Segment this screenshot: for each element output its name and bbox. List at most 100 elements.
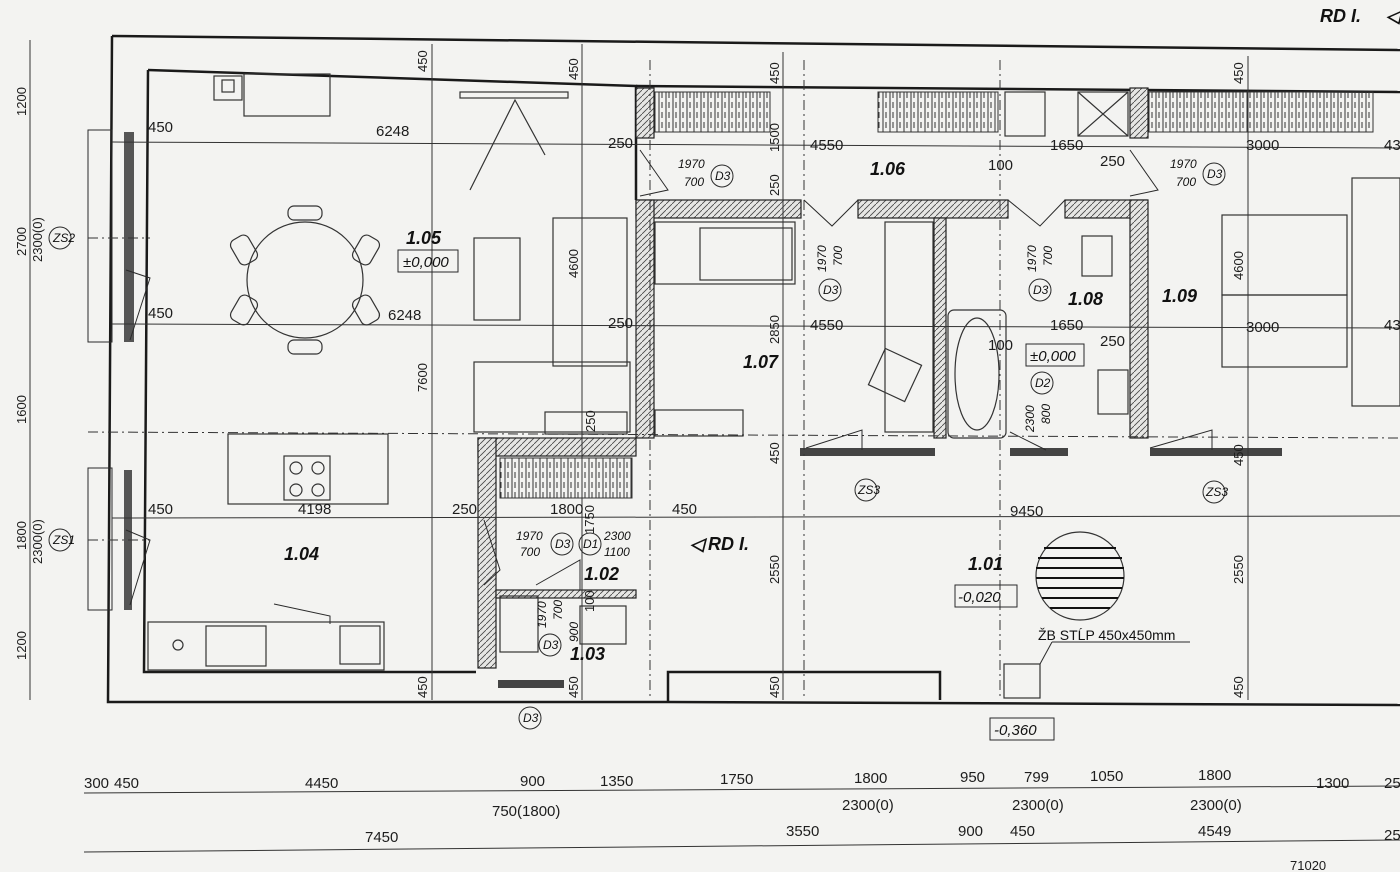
room-1.05-label: 1.05	[406, 228, 442, 248]
bottom-dim-750-1800: 750(1800)	[492, 803, 560, 820]
grid-lines	[87, 44, 1400, 700]
kitchen	[147, 433, 389, 671]
tag-d3-bottom: D3	[523, 711, 539, 725]
bottom-dim-950: 950	[960, 769, 985, 786]
tag-zs3-b: ZS3	[1205, 485, 1228, 499]
door-h-1: 700	[684, 175, 704, 189]
dim-v-1750: 1750	[582, 505, 597, 534]
bathroom-fixtures	[947, 235, 1129, 439]
dim-v-450-c: 450	[767, 62, 782, 84]
door-h-3: 700	[520, 545, 540, 559]
tag-zs3-a: ZS3	[857, 483, 880, 497]
room-1.03-label: 1.03	[570, 644, 605, 664]
bottom-dim-1350: 1350	[600, 773, 633, 790]
dim-v-2550-b: 2550	[1231, 555, 1246, 584]
left-dim-1200-a: 1200	[14, 87, 29, 116]
bottom-dim-1050: 1050	[1090, 768, 1123, 785]
interior-walls	[477, 87, 1149, 669]
tag-zs2: ZS2	[52, 231, 75, 245]
section-mark-mid: RD I.	[708, 534, 749, 554]
dim-top-3000: 3000	[1246, 137, 1279, 154]
room-1.08-label: 1.08	[1068, 289, 1103, 309]
left-dim-1600: 1600	[14, 395, 29, 424]
room-1.04-label: 1.04	[284, 544, 319, 564]
dim-v-450-e: 450	[767, 442, 782, 464]
bottom-dim-2300-b: 2300(0)	[1012, 797, 1064, 814]
bottom-dim-450: 450	[114, 775, 139, 792]
bottom-dim-2300-a: 2300(0)	[842, 797, 894, 814]
column-note: ŽB STĹP 450x450mm	[1038, 627, 1175, 643]
door-h-6: 700	[551, 600, 565, 620]
bottom-dim-1300: 1300	[1316, 775, 1349, 792]
room-1.01-level: -0,020	[958, 589, 1001, 606]
bottom-dim-4450: 4450	[305, 775, 338, 792]
dim-top-4550: 4550	[810, 137, 843, 154]
room-1.09-furniture	[1221, 177, 1400, 407]
dim-mid-4550: 4550	[810, 317, 843, 334]
exterior-level: -0,360	[994, 722, 1037, 739]
door-h-d1: 1100	[604, 545, 630, 559]
left-dim-2300-a: 2300(0)	[30, 217, 45, 262]
dim-mid-1650: 1650	[1050, 317, 1083, 334]
bottom-dim-450-b: 450	[1010, 823, 1035, 840]
room-1.05-level: ±0,000	[403, 254, 449, 271]
dim-v-4600-a: 4600	[566, 249, 581, 278]
bottom-dim-25-b: 25	[1384, 827, 1400, 844]
dim-v-450-f: 450	[1231, 444, 1246, 466]
door-h-5: 700	[1041, 246, 1055, 266]
dim-v-450-a: 450	[415, 50, 430, 72]
dim-450-e: 450	[672, 501, 697, 518]
dim-left-450-a: 450	[148, 119, 173, 136]
dim-v-450-h: 450	[566, 676, 581, 698]
bottom-dim-2300-c: 2300(0)	[1190, 797, 1242, 814]
dim-v-450-b: 450	[566, 58, 581, 80]
door-w-6: 1970	[535, 601, 549, 628]
door-w-3: 1970	[516, 529, 543, 543]
dim-v-1500: 1500	[767, 123, 782, 152]
living-furniture	[213, 73, 631, 435]
dim-250-b: 250	[1100, 153, 1125, 170]
bottom-dim-3550: 3550	[786, 823, 819, 840]
dimension-lines	[29, 40, 1400, 853]
tag-d3-4: D3	[1033, 283, 1049, 297]
door-w-d1: 2300	[603, 529, 631, 543]
dim-mid-6248: 6248	[388, 307, 421, 324]
dim-mid-3000: 3000	[1246, 319, 1279, 336]
section-mark-top: RD I.	[1320, 6, 1361, 26]
hall-furniture	[498, 457, 633, 688]
tag-circles	[48, 162, 1226, 730]
dim-250-d: 250	[1100, 333, 1125, 350]
dim-v-2550-a: 2550	[767, 555, 782, 584]
dim-v-450-d: 450	[1231, 62, 1246, 84]
tag-d3-2: D3	[1207, 167, 1223, 181]
left-dim-1800: 1800	[14, 521, 29, 550]
dim-v-450-g: 450	[415, 676, 430, 698]
tag-zs1: ZS1	[52, 533, 75, 547]
section-arrow-top: ◁	[1386, 6, 1400, 26]
dim-left-450-c: 450	[148, 501, 173, 518]
dim-v-7600: 7600	[415, 363, 430, 392]
dim-top-6248: 6248	[376, 123, 409, 140]
outer-walls	[106, 34, 1400, 707]
bottom-dim-1750: 1750	[720, 771, 753, 788]
page-corner-number: 71020	[1290, 858, 1326, 872]
tag-d3-6: D3	[543, 638, 559, 652]
bottom-dim-900-b: 900	[958, 823, 983, 840]
left-dim-2300-b: 2300(0)	[30, 519, 45, 564]
dim-top-1650: 1650	[1050, 137, 1083, 154]
tag-d3-1: D3	[715, 169, 731, 183]
dim-1800-int: 1800	[550, 501, 583, 518]
bottom-dim-1800-b: 1800	[1198, 767, 1231, 784]
dim-v-100: 100	[582, 590, 597, 612]
left-dim-1200-b: 1200	[14, 631, 29, 660]
dim-43-b: 43	[1384, 317, 1400, 334]
dim-9450: 9450	[1010, 503, 1043, 520]
level-boxes	[397, 249, 1190, 741]
dim-43-a: 43	[1384, 137, 1400, 154]
door-h-4: 700	[831, 246, 845, 266]
left-dim-2700: 2700	[14, 227, 29, 256]
bottom-dim-7450: 7450	[365, 829, 398, 846]
door-w-2: 1970	[1170, 157, 1197, 171]
round-element	[1003, 531, 1125, 699]
door-w-4: 1970	[815, 245, 829, 272]
